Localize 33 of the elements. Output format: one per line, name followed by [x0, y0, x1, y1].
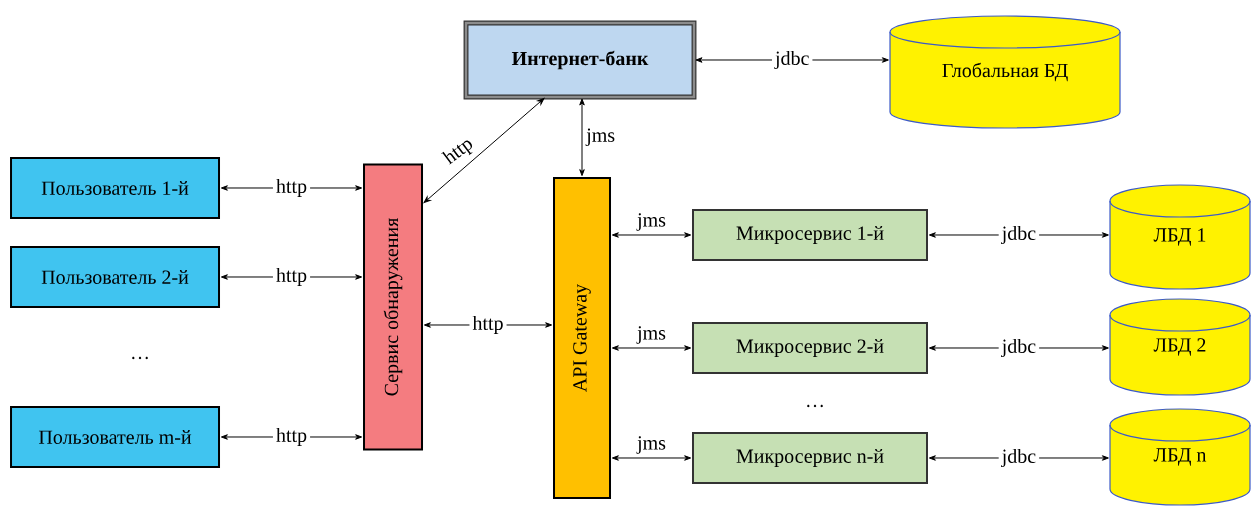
- arrow: [611, 345, 692, 351]
- user-box: Пользователь 1-й: [10, 157, 220, 219]
- edge-label: http: [272, 175, 311, 201]
- user-box: Пользователь 2-й: [10, 246, 220, 308]
- ellipsis-label: …: [807, 404, 823, 408]
- edge-label: jdbc: [998, 222, 1040, 248]
- arrow: [423, 98, 545, 204]
- microservice-box: Микросервис 1-й: [692, 209, 928, 261]
- user-box: Пользователь m-й: [10, 406, 220, 468]
- edge-label: jms: [636, 436, 666, 454]
- microservice-box: Микросервис n-й: [692, 432, 928, 484]
- edge-label: jms: [636, 326, 666, 344]
- edge-label: jdbc: [998, 445, 1040, 471]
- edge-label: jdbc: [772, 47, 813, 73]
- database-cylinder: ЛБД 1: [1109, 184, 1251, 290]
- edge-label: http: [436, 130, 481, 173]
- edge-label: jdbc: [998, 335, 1040, 361]
- gateway-box: API Gateway: [553, 177, 611, 499]
- edge-label: http: [469, 312, 507, 338]
- edge-label: http: [272, 424, 311, 450]
- database-cylinder: Глобальная БД: [889, 15, 1121, 129]
- arrow: [579, 98, 585, 177]
- edge-label: jms: [585, 128, 615, 147]
- arrow: [611, 232, 692, 238]
- arrow: [611, 455, 692, 461]
- service-box: Сервис обнаружения: [363, 163, 423, 451]
- edge-label: jms: [636, 213, 666, 231]
- database-cylinder: ЛБД n: [1109, 408, 1251, 506]
- bank-box: Интернет-банк: [463, 20, 697, 100]
- database-cylinder: ЛБД 2: [1109, 298, 1251, 396]
- edge-label: http: [272, 264, 311, 290]
- ellipsis-label: …: [132, 356, 148, 360]
- microservice-box: Микросервис 2-й: [692, 322, 928, 374]
